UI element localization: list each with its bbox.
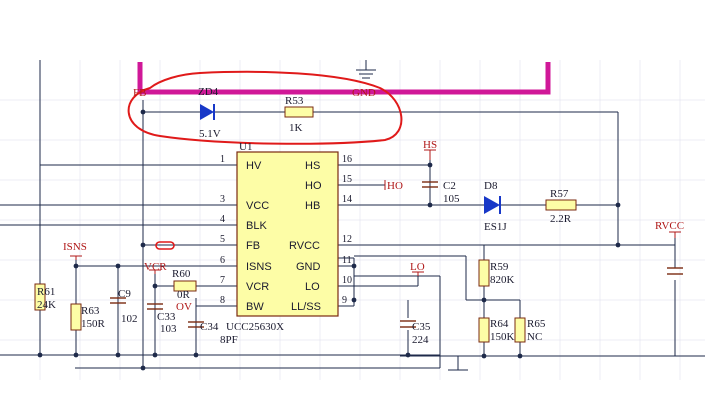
pin-name-hs: HS	[305, 160, 320, 172]
pin-num-6: 6	[220, 255, 225, 266]
r63-resistor[interactable]	[70, 303, 82, 331]
sheet-grid	[0, 60, 705, 380]
pin-num-1: 1	[220, 154, 225, 165]
pin-num-15: 15	[342, 174, 352, 185]
rvcc-capacitor[interactable]	[667, 267, 683, 275]
r63-value: 150R	[81, 318, 106, 330]
c35-value: 224	[412, 334, 429, 346]
r60-resistor[interactable]	[173, 280, 197, 292]
net-label-ho: HO	[387, 180, 403, 192]
net-label-hs: HS	[423, 139, 437, 151]
pin-name-bw: BW	[246, 301, 264, 313]
pin-name-vcr: VCR	[246, 281, 269, 293]
pin-num-12: 12	[342, 234, 352, 245]
pin-name-ho: HO	[305, 180, 322, 192]
c2-value: 105	[443, 193, 460, 205]
junction-dots	[37, 109, 621, 371]
r60-value: 0R	[177, 289, 191, 301]
pin-num-14: 14	[342, 194, 352, 205]
net-label-lo: LO	[410, 261, 425, 273]
c2-ref: C2	[443, 180, 456, 192]
r59-ref: R59	[490, 261, 509, 273]
c34-value: 8PF	[220, 334, 238, 346]
c2-capacitor[interactable]	[422, 181, 438, 188]
pin-name-fb: FB	[246, 240, 260, 252]
r53-ref: R53	[285, 95, 304, 107]
zd4-ref: ZD4	[198, 86, 219, 98]
pin-name-isns: ISNS	[246, 261, 272, 273]
c35-ref: C35	[412, 321, 431, 333]
zd4-value: 5.1V	[199, 128, 221, 140]
net-label-stubs	[70, 149, 681, 276]
gnd-symbol-top	[356, 60, 376, 79]
pin-name-llss: LL/SS	[291, 301, 321, 313]
pin-num-11: 11	[342, 255, 352, 266]
d8-ref: D8	[484, 180, 498, 192]
c33-capacitor[interactable]	[147, 303, 163, 310]
wires	[0, 60, 705, 371]
r65-resistor[interactable]	[514, 317, 526, 343]
r53-value: 1K	[289, 122, 303, 134]
r60-ref: R60	[172, 268, 191, 280]
net-label-gnd: GND	[352, 87, 376, 99]
pin-num-4: 4	[220, 214, 225, 225]
r65-ref: R65	[527, 318, 546, 330]
c34-capacitor[interactable]	[188, 321, 204, 328]
r63-ref: R63	[81, 305, 100, 317]
r59-value: 820K	[490, 274, 515, 286]
ic-designator: U1	[239, 141, 252, 153]
r61-ref: R61	[37, 286, 55, 298]
r64-resistor[interactable]	[478, 317, 490, 343]
r65-value: NC	[527, 331, 542, 343]
r64-ref: R64	[490, 318, 509, 330]
pin-name-hb: HB	[305, 200, 320, 212]
c33-ref: C33	[157, 311, 176, 323]
pin-num-8: 8	[220, 295, 225, 306]
r57-ref: R57	[550, 188, 569, 200]
d8-diode[interactable]	[484, 196, 501, 214]
pin-num-3: 3	[220, 194, 225, 205]
zd4-zener-diode[interactable]	[200, 104, 215, 120]
pin-name-rvcc: RVCC	[289, 240, 320, 252]
pin-num-16: 16	[342, 154, 352, 165]
net-label-isns: ISNS	[63, 241, 87, 253]
r57-value: 2.2R	[550, 213, 572, 225]
pin-num-10: 10	[342, 275, 352, 286]
c9-value: 102	[121, 313, 138, 325]
r64-value: 150K	[490, 331, 515, 343]
ic-u1-body[interactable]	[236, 151, 339, 317]
annotation-ellipse	[127, 70, 403, 145]
c9-capacitor[interactable]	[110, 297, 126, 304]
net-label-ov: OV	[176, 301, 192, 313]
c33-value: 103	[160, 323, 177, 335]
r59-resistor[interactable]	[478, 259, 490, 287]
annotation-small-oval	[155, 241, 175, 250]
c34-ref: C34	[200, 321, 219, 333]
c35-capacitor[interactable]	[400, 320, 416, 328]
pin-num-5: 5	[220, 234, 225, 245]
pin-num-7: 7	[220, 275, 225, 286]
pin-name-blk: BLK	[246, 220, 267, 232]
c9-ref: C9	[118, 288, 131, 300]
net-label-vcr: VCR	[144, 261, 167, 273]
net-label-fb-top: FB	[133, 87, 146, 99]
power-net-trace	[137, 62, 551, 95]
d8-value: ES1J	[484, 221, 507, 233]
net-label-rvcc: RVCC	[655, 220, 684, 232]
pin-name-vcc: VCC	[246, 200, 269, 212]
ic-part: UCC25630X	[226, 321, 284, 333]
pin-num-9: 9	[342, 295, 347, 306]
r61-value: 24K	[37, 299, 56, 311]
r61-resistor[interactable]	[34, 283, 46, 311]
r53-resistor[interactable]	[284, 106, 314, 118]
pin-name-hv: HV	[246, 160, 262, 172]
pin-name-gnd: GND	[296, 261, 321, 273]
pin-name-lo: LO	[305, 281, 320, 293]
r57-resistor[interactable]	[545, 199, 577, 211]
